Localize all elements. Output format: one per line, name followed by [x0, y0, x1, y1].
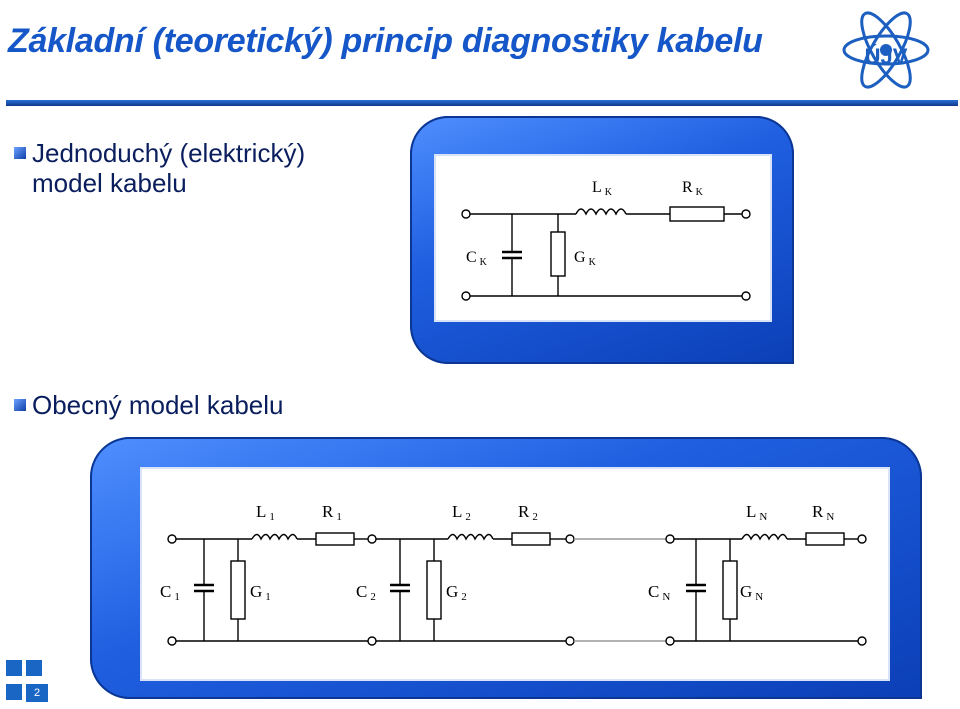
bullet-simple-line1: Jednoduchý (elektrický): [32, 138, 306, 168]
resistor-rk-symbol: [669, 206, 725, 222]
ujv-logo: ÚJV: [842, 11, 930, 89]
conductance-g2-symbol: [426, 560, 442, 620]
terminal-icon: [461, 209, 471, 219]
terminal-icon: [167, 636, 177, 646]
terminal-icon: [367, 534, 377, 544]
terminal-icon: [857, 534, 867, 544]
bullet-general-model: Obecný model kabelu: [14, 390, 283, 420]
resistor-rn-symbol: [805, 532, 845, 546]
corner-square-icon: [6, 660, 22, 676]
terminal-icon: [741, 291, 751, 301]
logo-text: ÚJV: [865, 44, 908, 69]
bullet-general-text: Obecný model kabelu: [32, 390, 284, 420]
bullet-simple-model: Jednoduchý (elektrický) model kabelu: [14, 138, 305, 198]
page-number: 2: [26, 684, 48, 702]
terminal-icon: [461, 291, 471, 301]
conductance-gk-symbol: [550, 231, 566, 277]
bullet-square-icon: [14, 147, 26, 159]
terminal-icon: [565, 636, 575, 646]
bullet-simple-line2: model kabelu: [32, 168, 187, 198]
corner-square-icon: [6, 684, 22, 700]
terminal-icon: [565, 534, 575, 544]
terminal-icon: [665, 534, 675, 544]
resistor-r1-symbol: [315, 532, 355, 546]
resistor-r2-symbol: [511, 532, 551, 546]
bullet-square-icon: [14, 399, 26, 411]
conductance-g1-symbol: [230, 560, 246, 620]
terminal-icon: [665, 636, 675, 646]
title-divider: [6, 100, 958, 106]
terminal-icon: [367, 636, 377, 646]
slide-title: Základní (teoretický) princip diagnostik…: [8, 22, 763, 60]
terminal-icon: [857, 636, 867, 646]
terminal-icon: [167, 534, 177, 544]
conductance-gn-symbol: [722, 560, 738, 620]
corner-square-icon: [26, 660, 42, 676]
terminal-icon: [741, 209, 751, 219]
